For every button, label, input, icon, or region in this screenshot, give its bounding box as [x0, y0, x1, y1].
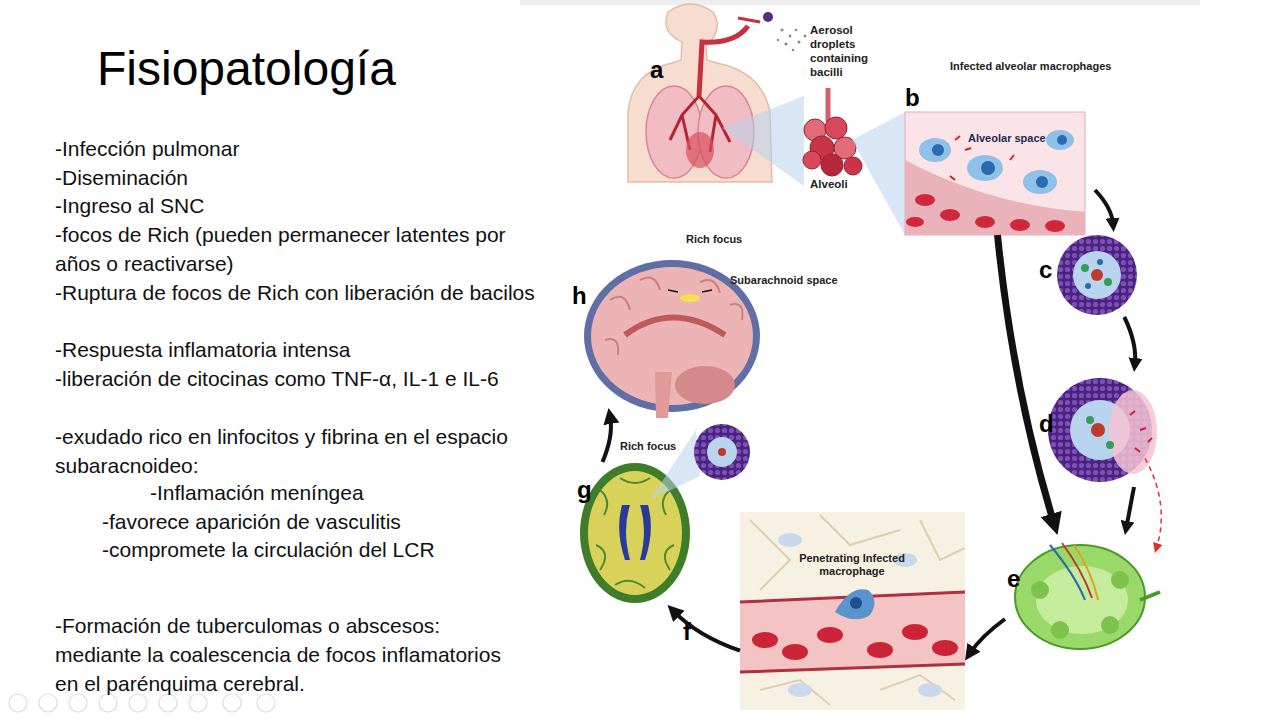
bullet-text: -Infección pulmonar [55, 134, 540, 163]
illustration-panel: gRich focus [570, 462, 700, 605]
cycle-arrow [1127, 487, 1135, 527]
cycle-arrow [998, 235, 1054, 522]
panel-label: Rich focus [686, 233, 742, 246]
bullet-text: -Formación de tuberculomas o abscesos: m… [55, 611, 525, 698]
bullet-text: -Ruptura de focos de Rich con liberación… [55, 278, 540, 307]
cycle-arrow [674, 612, 740, 651]
bullet-text: -Respuesta inflamatoria intensa [55, 335, 540, 364]
cycle-arrow [603, 418, 611, 463]
panel-letter: h [572, 284, 587, 308]
bullet-text: -compromete la circulación del LCR [102, 535, 542, 564]
panel-letter: f [683, 620, 691, 644]
panel-letter: c [1039, 258, 1052, 282]
bullet-text: -focos de Rich (pueden permanecer latent… [55, 220, 540, 278]
cycle-arrow [1145, 458, 1161, 547]
cycle-arrow [1124, 317, 1135, 364]
panel-letter: d [1039, 412, 1054, 436]
panel-label: Alveolar space [968, 132, 1046, 145]
bullet-text: -liberación de citocinas como TNF-α, IL-… [55, 364, 540, 393]
illustration-panel: fPenetrating Infected macrophage [740, 512, 965, 710]
panel-label: Infected alveolar macrophages [950, 60, 1111, 73]
illustration-panel: h Rich focusSubarachnoid space [565, 228, 855, 408]
illustration-panel: d [1035, 372, 1145, 487]
panel-letter: b [905, 86, 920, 110]
bullet-text: -favorece aparición de vasculitis [102, 507, 542, 536]
bullet-text: -Inflamación meníngea [150, 478, 550, 507]
panel-label: Alveoli [810, 177, 848, 191]
panel-letter: a [650, 58, 663, 82]
panel-label: Rich focus [620, 440, 676, 453]
cycle-arrow [1095, 190, 1113, 224]
illustration-panel: aAerosol droplets containing bacilliAlve… [625, 5, 875, 200]
bullet-text: -Diseminación [55, 163, 540, 192]
illustration-panel: e [1005, 535, 1155, 655]
bullet-text: -exudado rico en linfocitos y fibrina en… [55, 422, 540, 480]
panel-letter: g [577, 478, 592, 502]
panel-label: Penetrating Infected macrophage [792, 552, 912, 578]
panel-label: Aerosol droplets containing bacilli [810, 23, 900, 79]
panel-letter: e [1007, 567, 1020, 591]
illustration-panel: bInfected alveolar macrophagesAlveolar s… [900, 55, 1095, 235]
panel-label: Subarachnoid space [730, 274, 838, 287]
cycle-arrow [970, 619, 1005, 653]
illustration-panel: c [1035, 232, 1140, 317]
slide-title: Fisiopatología [97, 40, 396, 98]
bullet-text: -Ingreso al SNC [55, 191, 540, 220]
